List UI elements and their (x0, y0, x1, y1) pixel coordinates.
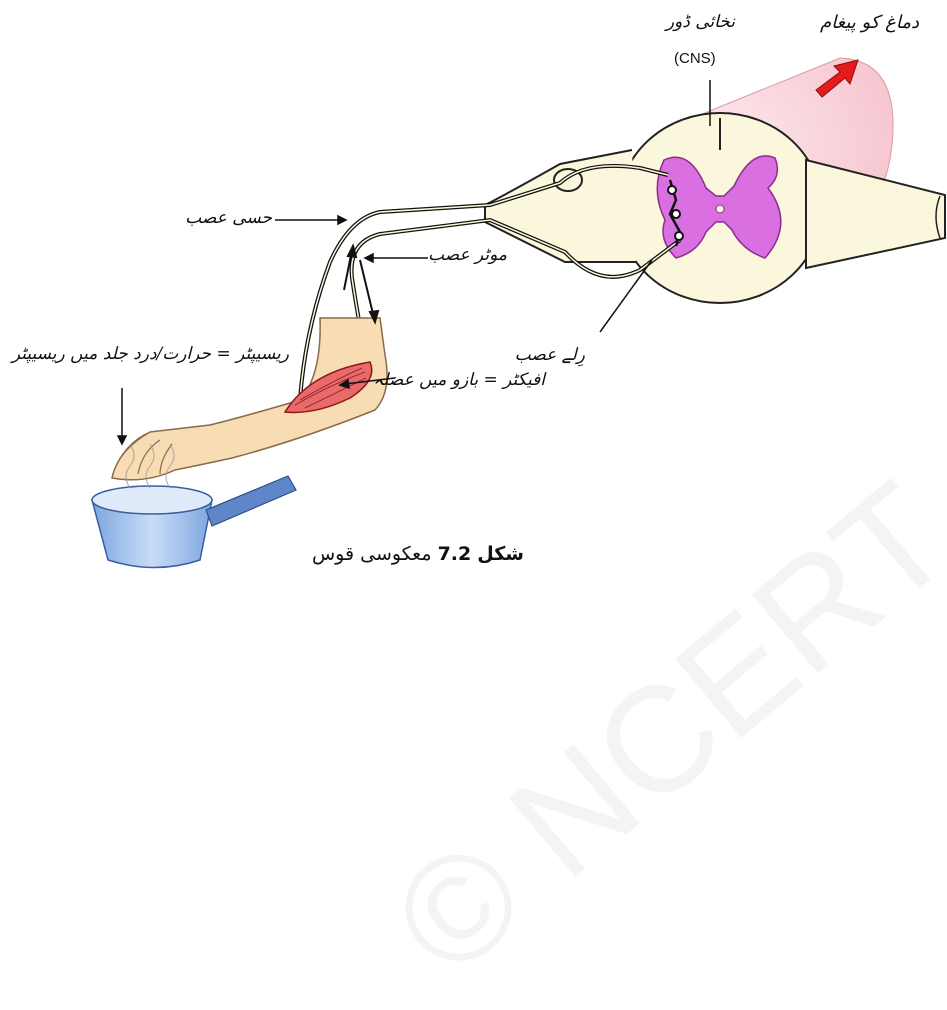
label-relay-nerve: رِلے عصب (515, 347, 585, 364)
synapse-node (668, 186, 676, 194)
pot-handle (206, 476, 296, 526)
arm (112, 318, 387, 480)
label-effector: افیکٹر = بازو میں عضلہ (373, 372, 545, 389)
label-spinal-cord: نخائی ڈور (666, 14, 735, 31)
caption-number: 7.2 (438, 543, 472, 565)
label-sensory-nerve: حسی عصب (185, 210, 272, 227)
reflex-arc-diagram (0, 0, 947, 577)
figure-caption: شکل 7.2 معکوسی قوس (312, 543, 524, 565)
caption-title: معکوسی قوس (312, 543, 432, 565)
label-cns: (CNS) (674, 50, 716, 67)
label-motor-nerve: موٹر عصب (428, 247, 507, 264)
synapse-node (675, 232, 683, 240)
label-brain-message: دماغ کو پیغام (820, 14, 919, 32)
synapse-node (672, 210, 680, 218)
label-receptor: ریسیپٹر = حرارت/درد جلد میں ریسیپٹر (12, 346, 289, 363)
caption-prefix: شکل (477, 543, 524, 565)
